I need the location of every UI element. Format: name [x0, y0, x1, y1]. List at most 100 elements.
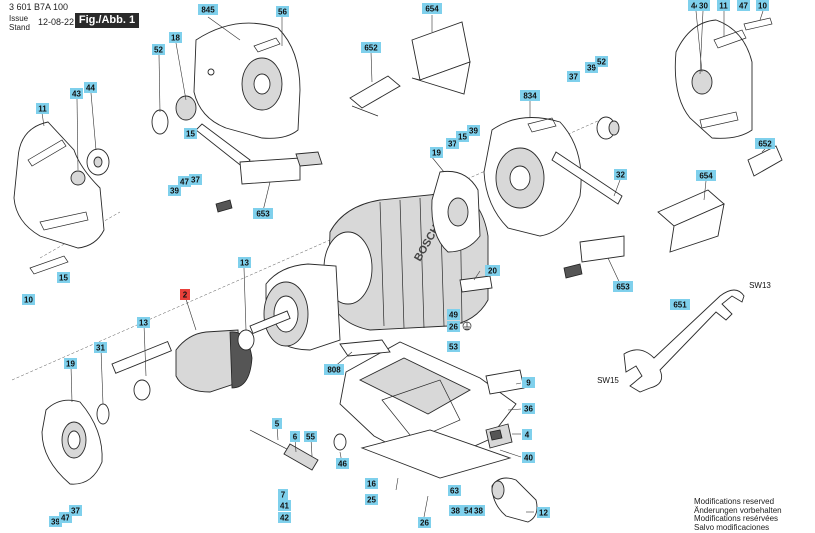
- switch-4-part: [485, 423, 513, 449]
- figure-title: Fig./Abb. 1: [75, 13, 139, 28]
- callout-41: 41: [278, 500, 291, 511]
- svg-text:5: 5: [275, 420, 280, 429]
- svg-text:47: 47: [61, 514, 70, 523]
- svg-text:52: 52: [597, 58, 606, 67]
- issue-label: Issue: [9, 14, 29, 23]
- washer-31-part: [96, 403, 110, 425]
- svg-text:54: 54: [464, 507, 473, 516]
- callout-40: 40: [522, 452, 535, 463]
- svg-text:42: 42: [280, 514, 289, 523]
- svg-text:26: 26: [420, 519, 429, 528]
- svg-text:44: 44: [691, 2, 700, 11]
- callout-5: 5: [272, 418, 282, 429]
- callout-12: 12: [537, 507, 550, 518]
- callout-47: 47: [737, 0, 750, 11]
- armature-2-part: [111, 310, 291, 393]
- svg-text:13: 13: [139, 319, 148, 328]
- svg-text:16: 16: [367, 480, 376, 489]
- svg-text:834: 834: [523, 92, 537, 101]
- svg-text:11: 11: [38, 105, 47, 114]
- callout-39: 39: [467, 125, 480, 136]
- svg-text:20: 20: [488, 267, 497, 276]
- svg-text:53: 53: [449, 343, 458, 352]
- svg-text:SW15: SW15: [597, 376, 619, 385]
- callout-13: 13: [137, 317, 150, 328]
- wrench-part: [623, 289, 745, 393]
- svg-text:652: 652: [758, 140, 772, 149]
- callout-16: 16: [365, 478, 378, 489]
- callout-32: 32: [614, 169, 627, 180]
- callout-38: 38: [449, 505, 462, 516]
- callout-18: 18: [169, 32, 182, 43]
- svg-text:52: 52: [154, 46, 163, 55]
- callout-15: 15: [57, 272, 70, 283]
- svg-text:49: 49: [449, 311, 458, 320]
- svg-text:47: 47: [180, 178, 189, 187]
- callout-56: 56: [276, 6, 289, 17]
- callout-30: 30: [697, 0, 710, 11]
- callout-654: 654: [696, 170, 716, 181]
- callout-31: 31: [94, 342, 107, 353]
- callout-13: 13: [238, 257, 251, 268]
- svg-text:15: 15: [59, 274, 68, 283]
- label-20-part: [459, 275, 493, 293]
- svg-text:40: 40: [524, 454, 533, 463]
- assembly-axis: [11, 239, 331, 381]
- screw-10-part: [743, 17, 773, 31]
- svg-text:2: 2: [183, 291, 188, 300]
- callout-47: 47: [59, 512, 72, 523]
- capacitor-12-part: [491, 477, 538, 523]
- spark-guard-652-right-part: [747, 145, 783, 177]
- svg-text:39: 39: [51, 518, 60, 527]
- svg-text:39: 39: [469, 127, 478, 136]
- svg-text:63: 63: [450, 487, 459, 496]
- callout-labels: 845 56 654 44 30 11 47 10 18 52 652 37 3…: [22, 0, 775, 528]
- eye-shield-654-right-part: [657, 189, 725, 253]
- callout-54: 54: [462, 505, 475, 516]
- svg-text:15: 15: [186, 130, 195, 139]
- tool-rest-653-right-part: [563, 235, 625, 279]
- bracket-32-right-part: [551, 151, 623, 205]
- issue-stand-label: Issue Stand: [9, 14, 30, 32]
- note-line: Modifications reserved: [694, 497, 775, 506]
- right-guard-11-part: [674, 19, 753, 139]
- callout-44: 44: [688, 0, 703, 11]
- bearing-13b-part: [133, 379, 151, 401]
- svg-text:19: 19: [66, 360, 75, 369]
- callout-6: 6: [290, 431, 300, 442]
- base-plate-40-part: [360, 429, 512, 479]
- svg-text:4: 4: [525, 431, 530, 440]
- callout-653: 653: [253, 208, 273, 219]
- svg-text:9: 9: [526, 379, 531, 388]
- callout-4: 4: [522, 429, 532, 440]
- callout-37: 37: [446, 138, 459, 149]
- note-line: Änderungen vorbehalten: [694, 505, 782, 515]
- callout-53: 53: [447, 341, 460, 352]
- bearing-13-part: [237, 329, 255, 351]
- svg-text:845: 845: [201, 6, 215, 15]
- callout-10: 10: [756, 0, 769, 11]
- svg-text:37: 37: [569, 73, 578, 82]
- left-guard-part: [13, 121, 105, 249]
- cable-clamp-part: [283, 443, 319, 471]
- svg-text:26: 26: [449, 323, 458, 332]
- flange-44-part: [86, 148, 110, 176]
- svg-text:10: 10: [24, 296, 33, 305]
- callout-20: 20: [485, 265, 500, 276]
- svg-text:19: 19: [432, 149, 441, 158]
- label-808-part: [339, 339, 391, 357]
- svg-text:808: 808: [327, 366, 341, 375]
- svg-text:30: 30: [699, 2, 708, 11]
- callout-49: 49: [447, 309, 460, 320]
- callout-19: 19: [430, 147, 443, 158]
- note-line: Modifications resérvées: [694, 514, 779, 524]
- stator-13-part: [263, 263, 341, 351]
- svg-text:32: 32: [616, 171, 625, 180]
- callout-63: 63: [448, 485, 461, 496]
- svg-text:7: 7: [281, 491, 286, 500]
- callout-39: 39: [585, 62, 598, 73]
- callout-653: 653: [613, 281, 633, 292]
- svg-text:39: 39: [170, 187, 179, 196]
- tool-rest-653-part: [215, 151, 323, 213]
